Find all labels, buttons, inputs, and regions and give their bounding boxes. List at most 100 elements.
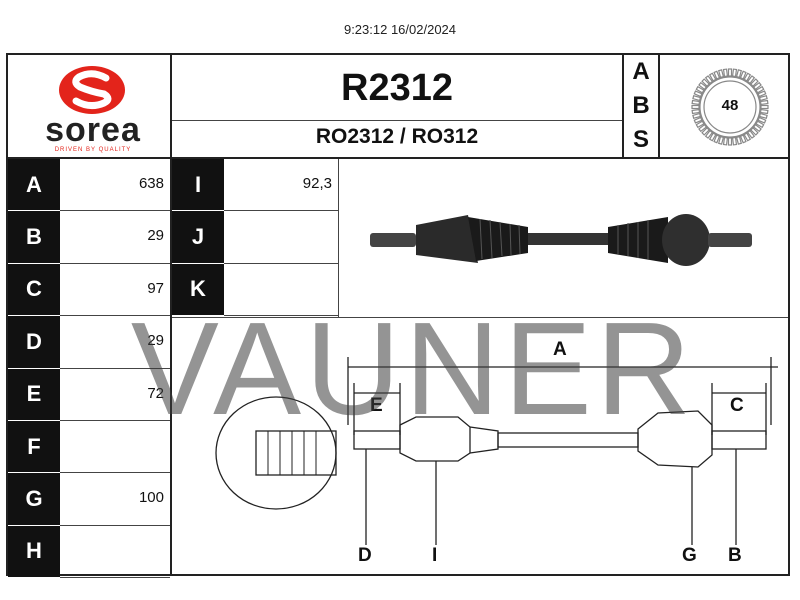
spec-letter-j: J (172, 211, 224, 263)
gear-tooth (735, 134, 743, 145)
gear-tooth (698, 123, 708, 133)
dim-i-label: I (432, 545, 438, 566)
gear-tooth (746, 129, 756, 139)
spec-letter-c: C (8, 263, 60, 316)
spec-value-g: 100 (138, 489, 164, 507)
spec-letter-i: I (172, 159, 224, 211)
spec-sheet: sorea DRIVEN BY QUALITY R2312 RO2312 / R… (6, 53, 790, 579)
gear-tooth (691, 104, 701, 110)
photo-divider (338, 159, 339, 317)
technical-drawing: A E C D I G B (208, 339, 788, 575)
gear-tooth (708, 131, 718, 142)
spec-row-line (60, 420, 170, 421)
header-bottom-line (8, 157, 788, 159)
gear-tooth (731, 135, 738, 146)
gear-tooth (695, 85, 706, 95)
gear-tooth (701, 78, 711, 88)
gear-tooth (758, 108, 769, 115)
spec-row-line (224, 262, 338, 264)
gear-tooth (752, 81, 762, 91)
gear-tooth (704, 75, 714, 85)
gear-tooth (759, 104, 769, 110)
gear-tooth (692, 94, 703, 102)
gear-tooth (758, 99, 769, 106)
spec-letter-h: H (8, 525, 60, 578)
sorea-logo: sorea DRIVEN BY QUALITY (28, 63, 158, 153)
spec-value-i: 92,3 (302, 175, 332, 192)
spec-letter-g: G (8, 473, 60, 525)
gear-tooth (691, 108, 702, 115)
spec-row-line (60, 262, 170, 264)
gear-tooth (735, 69, 743, 80)
gear-tooth (739, 70, 747, 81)
gear-tooth (717, 134, 725, 145)
gear-tooth (691, 99, 702, 106)
spec-letter-b: B (8, 211, 60, 263)
gear-tooth (749, 78, 759, 88)
gear-tooth (742, 72, 752, 83)
gear-ring (698, 75, 762, 139)
spec-row-line (60, 577, 170, 579)
spec-row-line (60, 367, 170, 369)
timestamp: 9:23:12 16/02/2024 (343, 22, 457, 37)
abs-letter-s: S (624, 123, 658, 157)
gear-tooth (708, 72, 718, 83)
dim-g-label: G (682, 545, 697, 566)
gear-tooth (727, 68, 733, 78)
spec-row-line (60, 210, 170, 212)
drive-shaft-photo (368, 195, 768, 285)
brand-name: sorea (45, 111, 141, 149)
gear-tooth (695, 119, 706, 129)
gear-tooth (727, 136, 733, 146)
gear-tooth (757, 94, 768, 102)
spec-value-a: 638 (138, 175, 164, 192)
abs-letter-a: A (624, 55, 658, 89)
gear-tooth (749, 126, 759, 136)
gear-tooth (693, 116, 704, 124)
brand-tagline: DRIVEN BY QUALITY (54, 147, 132, 153)
gear-tooth (731, 68, 738, 79)
part-references: RO2312 / RO312 (315, 125, 479, 148)
gear-tooth (746, 75, 756, 85)
spec-letter-e: E (8, 368, 60, 420)
gear-tooth (713, 70, 721, 81)
photo-bottom-line (172, 317, 788, 318)
title-divider (172, 120, 622, 121)
dim-c-label: C (730, 395, 744, 416)
dim-b-label: B (728, 545, 742, 566)
abs-letter-b: B (624, 89, 658, 123)
gear-tooth (722, 68, 729, 79)
gear-tooth (693, 90, 704, 98)
spec-row-line (224, 315, 338, 317)
gear-tooth (692, 112, 703, 120)
spec-row-line (60, 315, 170, 317)
part-code: R2312 (341, 67, 453, 109)
abs-teeth-count: 48 (721, 97, 739, 114)
gear-tooth (722, 135, 729, 146)
spec-value-d: 29 (147, 332, 164, 350)
gear-tooth (701, 126, 711, 136)
spec-row-line (60, 524, 170, 526)
gear-tooth (754, 119, 765, 129)
spec-row-line (224, 210, 338, 212)
spec-value-e: 72 (147, 384, 164, 402)
gear-tooth (752, 123, 762, 133)
gear-tooth (704, 129, 714, 139)
spec-value-c: 97 (147, 279, 164, 297)
abs-ring-icon: 48 (688, 65, 772, 149)
dim-a-label: A (553, 339, 567, 360)
logo-divider (170, 55, 172, 576)
gear-tooth (757, 112, 768, 120)
sorea-logo-mark (59, 66, 125, 114)
gear-tooth (754, 85, 765, 95)
gear-tooth (756, 116, 767, 124)
abs-divider-left (622, 55, 624, 159)
spec-letter-a: A (8, 159, 60, 211)
spec-row-line (60, 472, 170, 474)
gear-tooth (742, 131, 752, 142)
gear-tooth (756, 90, 767, 98)
gear-tooth (713, 133, 721, 144)
spec-value-b: 29 (147, 227, 164, 245)
dim-e-label: E (370, 395, 383, 416)
gear-tooth (717, 69, 725, 80)
